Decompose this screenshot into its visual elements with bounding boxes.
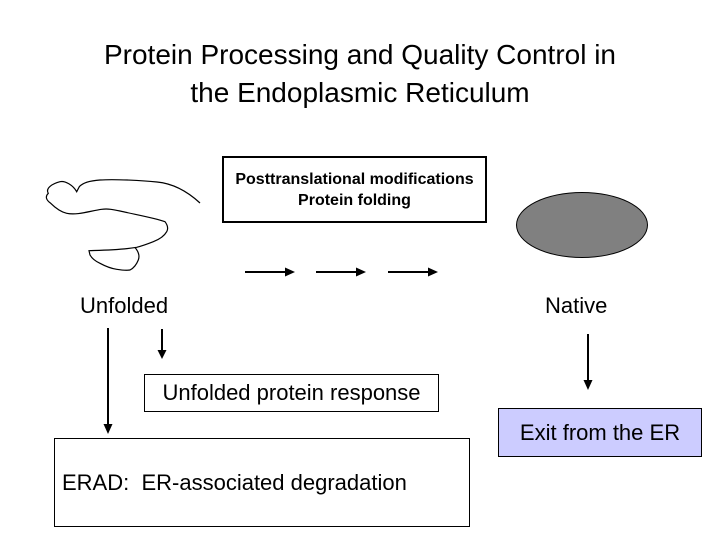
slide-title: Protein Processing and Quality Control i… xyxy=(103,39,617,108)
unfolded-label: Unfolded xyxy=(80,293,169,318)
native-protein-ellipse xyxy=(516,192,648,258)
exit-from-er-label: Exit from the ER xyxy=(519,419,681,445)
right-arrow-icon xyxy=(388,267,438,277)
exit-from-er-box: Exit from the ER xyxy=(498,408,702,457)
erad-box: ERAD: ER-associated degradation xyxy=(54,438,470,527)
process-box-label: Posttranslational modifications Protein … xyxy=(235,170,474,209)
right-arrow-icon xyxy=(316,267,366,277)
down-arrow-icon xyxy=(583,334,593,390)
down-arrow-icon xyxy=(103,328,113,434)
unfolded-protein-response-box: Unfolded protein response xyxy=(144,374,439,412)
down-arrow-icon xyxy=(157,329,167,359)
unfolded-protein-response-label: Unfolded protein response xyxy=(162,380,421,405)
process-box: Posttranslational modifications Protein … xyxy=(222,156,487,223)
unfolded-protein-squiggle-icon xyxy=(45,179,201,271)
erad-label: ERAD: ER-associated degradation xyxy=(62,469,407,495)
native-label: Native xyxy=(545,293,608,318)
right-arrow-icon xyxy=(245,267,295,277)
